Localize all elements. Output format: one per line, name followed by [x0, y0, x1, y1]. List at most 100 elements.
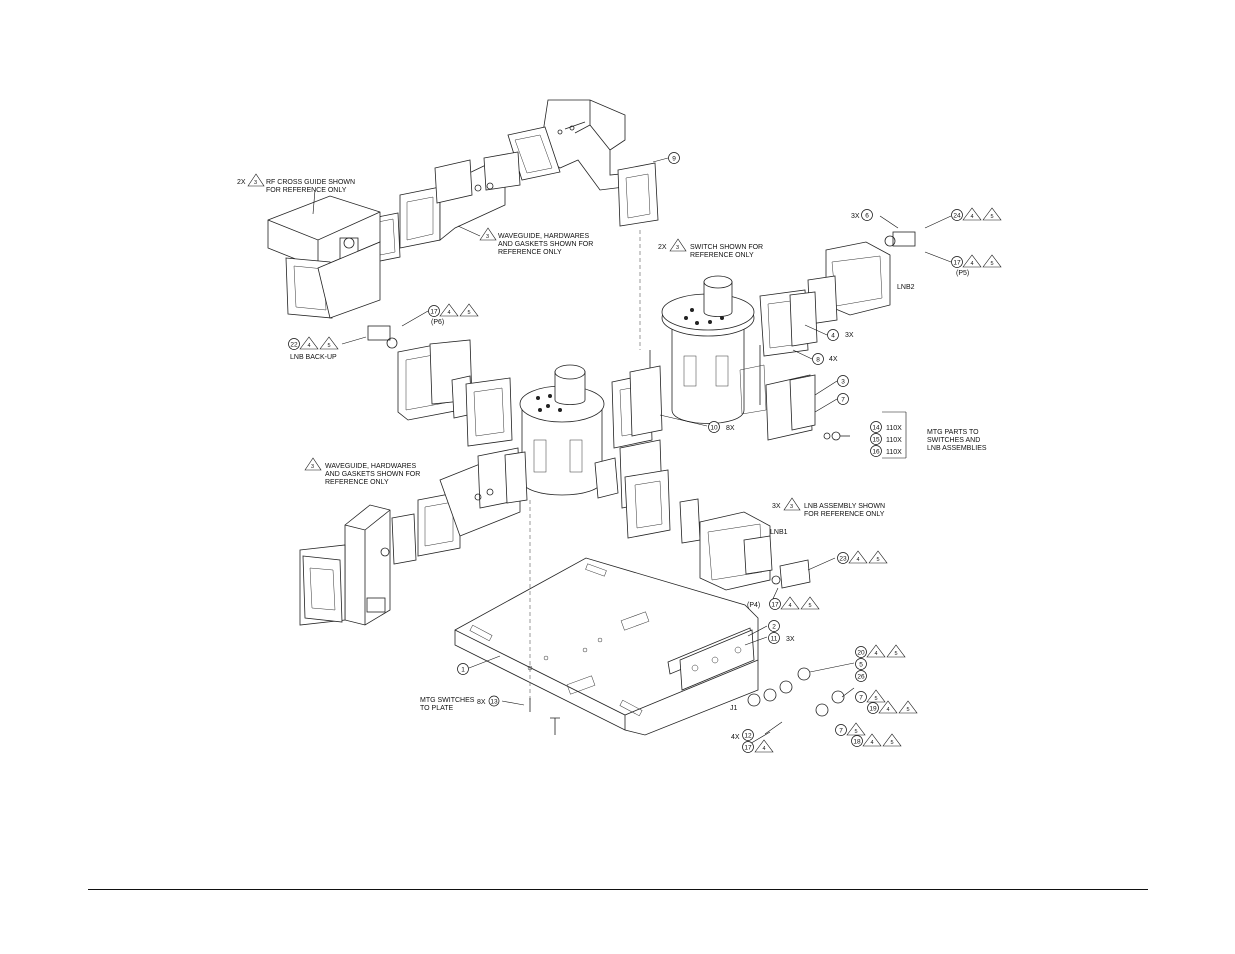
flanges-center	[594, 364, 767, 544]
flag-number: 4	[970, 261, 973, 267]
callout-14: 14 110X	[870, 421, 902, 433]
note-line: SWITCHES AND	[927, 437, 980, 444]
note-qty: 2X	[658, 244, 667, 251]
item-number: 17	[430, 309, 438, 316]
item-number: 7	[841, 397, 845, 404]
flag-number: 5	[890, 740, 893, 746]
lower-waveguide-straight	[391, 447, 528, 565]
callout-17-p6: 17 4 5	[428, 303, 479, 317]
note-line: FOR REFERENCE ONLY	[266, 187, 347, 194]
callout-7: 7	[837, 393, 849, 405]
note-line: SWITCH SHOWN FOR	[690, 244, 763, 251]
item-number: 20	[857, 650, 865, 657]
callout-11: 11 3X	[768, 632, 795, 644]
callout-17-p4: 17 4 5	[769, 596, 820, 610]
flag-number: 4	[447, 310, 450, 316]
item-balloon	[488, 695, 500, 707]
flag-number: 4	[886, 707, 889, 713]
note-qty: 8X	[477, 699, 486, 706]
label-p6: (P6)	[431, 319, 444, 326]
flag-number: 4	[307, 343, 310, 349]
flag-note-triangle	[479, 227, 497, 241]
callout-5: 5	[855, 658, 867, 670]
item-number: 2	[772, 624, 776, 631]
note-line: REFERENCE ONLY	[498, 249, 562, 256]
flag-number: 4	[870, 740, 873, 746]
callout-3: 3	[837, 375, 849, 387]
callout-20: 20 4 5	[855, 644, 906, 658]
callout-qty: 3X	[845, 332, 854, 339]
item-number: 14	[872, 425, 880, 432]
callout-23: 23 4 5	[837, 550, 888, 564]
switch-lower	[519, 364, 605, 496]
flag-number: 3	[790, 504, 793, 510]
mount-screw-2	[550, 717, 560, 735]
flag-number: 4	[762, 746, 765, 752]
note-line: WAVEGUIDE, HARDWARES	[325, 463, 416, 470]
callout-qty: 8X	[726, 425, 735, 432]
note-line: AND GASKETS SHOWN FOR	[498, 241, 593, 248]
flag-number: 5	[876, 557, 879, 563]
item-number: 17	[771, 602, 779, 609]
note-line: MTG PARTS TO	[927, 429, 979, 436]
callout-19: 19 4 5	[867, 700, 918, 714]
callout-qty: 3X	[786, 636, 795, 643]
flag-number: 4	[874, 651, 877, 657]
note-line: TO PLATE	[420, 705, 454, 712]
item-number: 13	[490, 699, 498, 706]
item-number: 10	[710, 425, 718, 432]
upper-waveguide-bend	[507, 99, 659, 227]
flag-number: 5	[906, 707, 909, 713]
item-number: 6	[865, 213, 869, 220]
lnb1-assembly	[699, 511, 811, 591]
item-number: 7	[839, 728, 843, 735]
lnb2-assembly	[759, 231, 916, 357]
flag-number: 4	[788, 603, 791, 609]
item-number: 18	[853, 739, 861, 746]
label-p4: (P4)	[747, 602, 760, 609]
item-number: 5	[859, 662, 863, 669]
callout-9: 9	[668, 152, 680, 164]
flag-number: 3	[486, 234, 489, 240]
note-line: REFERENCE ONLY	[690, 252, 754, 259]
flag-number: 5	[808, 603, 811, 609]
flag-number: 3	[311, 464, 314, 470]
assembly-linework	[267, 99, 952, 746]
item-number: 12	[744, 733, 752, 740]
callout-26: 26	[855, 670, 867, 682]
note-waveguide-lower: 3 WAVEGUIDE, HARDWARES AND GASKETS SHOWN…	[304, 457, 420, 486]
item-number: 16	[872, 449, 880, 456]
flag-number: 3	[676, 245, 679, 251]
item-number: 3	[841, 379, 845, 386]
note-line: WAVEGUIDE, HARDWARES	[498, 233, 589, 240]
flag-number: 4	[970, 214, 973, 220]
flag-note-triangle	[669, 238, 687, 252]
flag-number: 5	[990, 214, 993, 220]
note-line: MTG SWITCHES	[420, 697, 475, 704]
lnb-backup-assembly	[367, 325, 513, 447]
callout-qty: 110X	[886, 437, 902, 444]
page-footer-rule	[88, 889, 1148, 890]
item-number: 17	[744, 745, 752, 752]
connector-bracket	[667, 627, 845, 717]
note-line: AND GASKETS SHOWN FOR	[325, 471, 420, 478]
item-number: 22	[290, 342, 298, 349]
flag-number: 3	[254, 180, 257, 186]
waveguide-adapter-right	[765, 374, 850, 441]
item-number: 17	[953, 260, 961, 267]
item-number: 23	[839, 556, 847, 563]
callout-16: 16 110X	[870, 445, 902, 457]
callout-4: 4 3X	[827, 329, 854, 341]
label-p5: (P5)	[956, 270, 969, 277]
callout-12: 4X 12	[731, 729, 754, 741]
callout-7-5-lower: 7 5	[835, 722, 866, 736]
item-number: 7	[859, 695, 863, 702]
note-qty: 3X	[772, 503, 781, 510]
item-number: 26	[857, 674, 865, 681]
callout-17-j1: 17 4	[742, 739, 774, 753]
note-line: LNB ASSEMBLY SHOWN	[804, 503, 885, 510]
item-number: 24	[953, 213, 961, 220]
callout-6: 3X 6	[851, 209, 873, 221]
note-line: LNB ASSEMBLIES	[927, 445, 987, 452]
